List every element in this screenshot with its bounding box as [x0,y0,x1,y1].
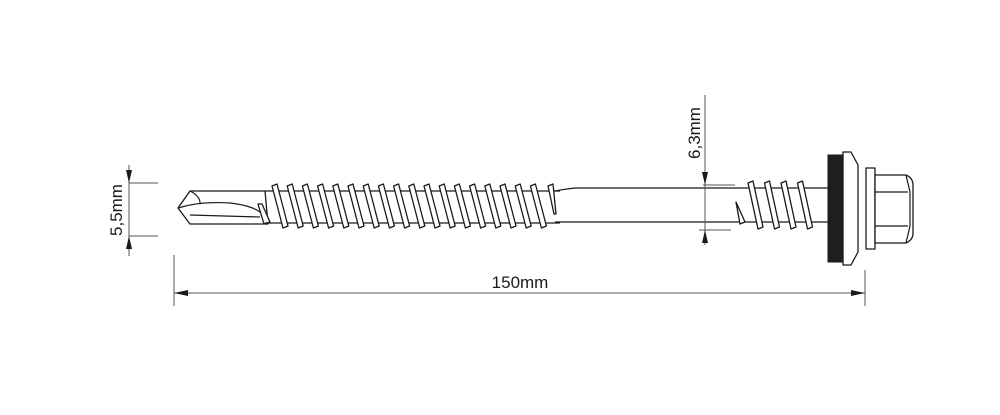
washer-metal [842,151,859,266]
washer-rubber [827,154,844,263]
dimension-label-150mm: 150mm [492,273,549,292]
dimension-length: 150mm [173,255,866,306]
thread-section [265,183,560,229]
drill-tip [177,190,271,225]
dimension-diameter-tip: 5,5mm [107,165,158,256]
arrow-right-icon [851,290,865,296]
upper-thread [735,180,828,230]
arrow-up-icon [126,236,132,249]
dimension-diameter-thread: 6,3mm [685,95,735,245]
arrow-down-icon [702,172,708,185]
thread-ridges [271,183,557,229]
shank [554,187,738,223]
dimension-label-5-5mm: 5,5mm [107,184,126,236]
dimension-label-6-3mm: 6,3mm [685,107,704,159]
arrow-left-icon [174,290,188,296]
flange [865,167,876,250]
arrow-up-icon [702,230,708,243]
arrow-down-icon [126,170,132,183]
hex-head [874,174,914,244]
